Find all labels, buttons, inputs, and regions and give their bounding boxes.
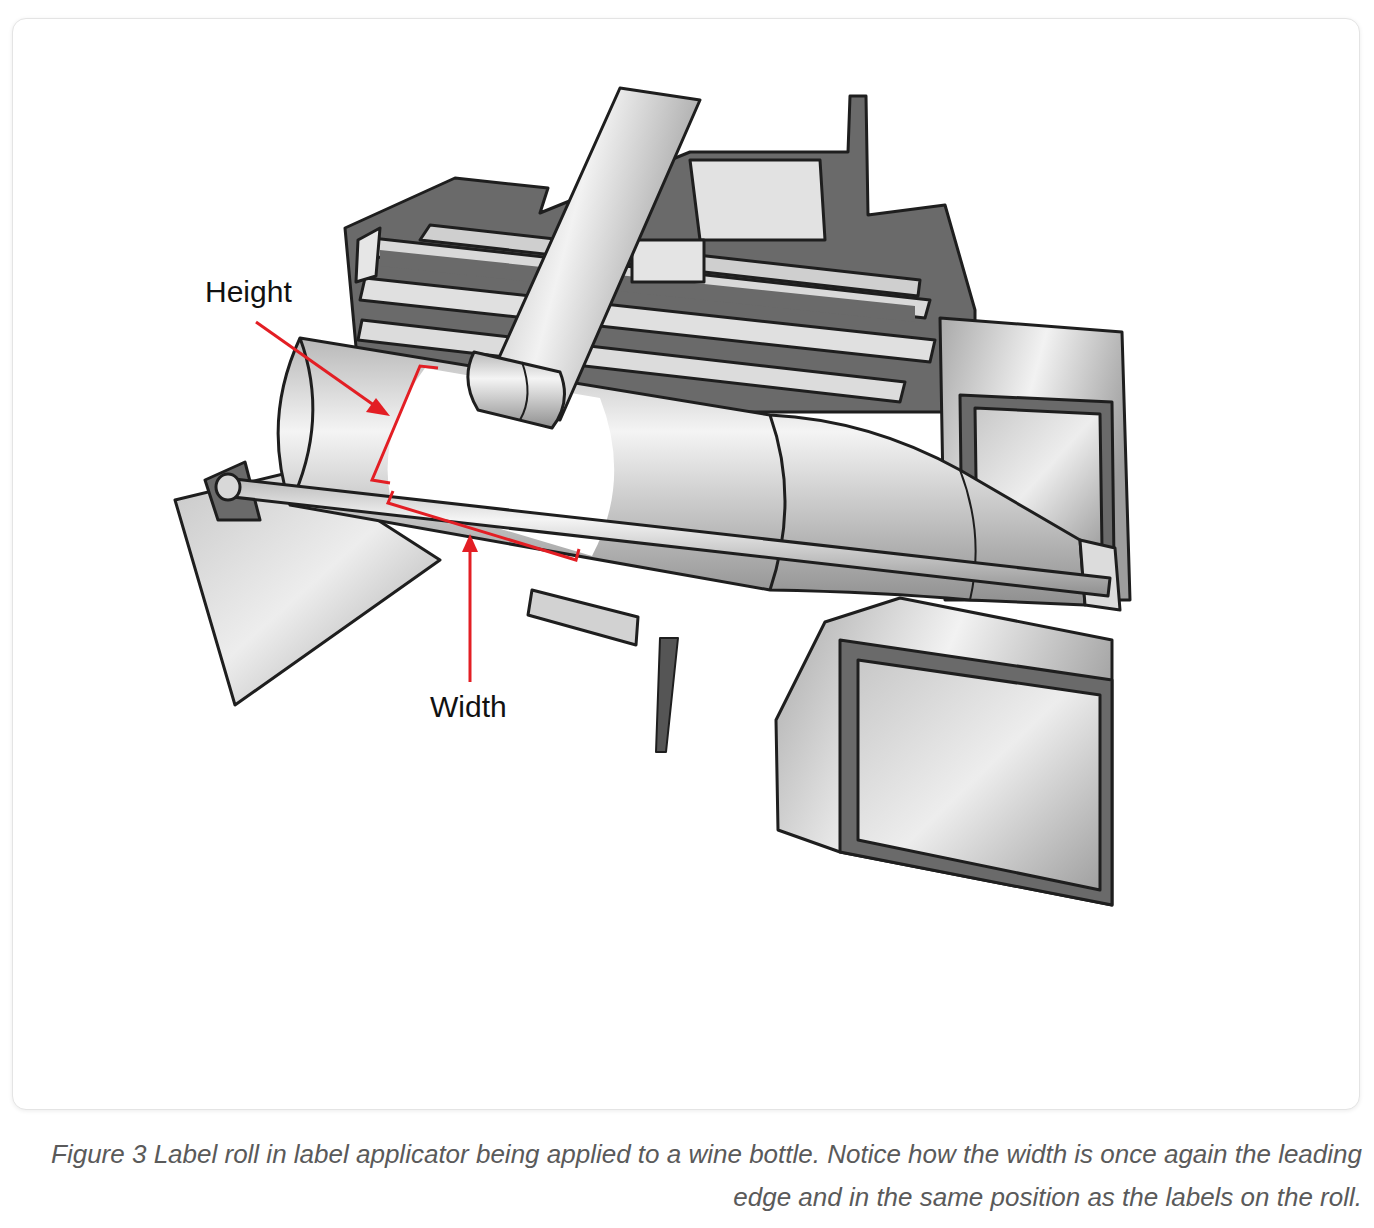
dimension-label: Height — [205, 275, 292, 308]
dimension-label: Width — [430, 690, 507, 723]
figure-caption: Figure 3 Label roll in label applicator … — [40, 1133, 1362, 1219]
